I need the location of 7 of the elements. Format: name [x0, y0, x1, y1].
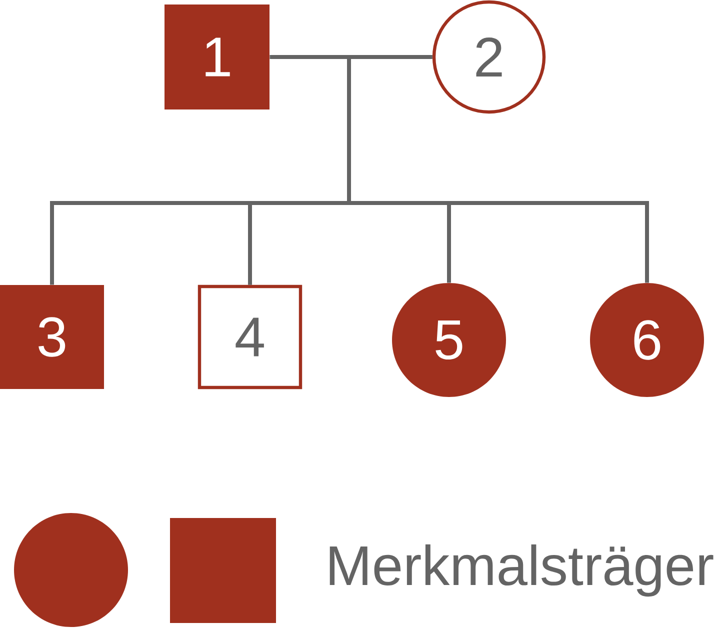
child-line	[50, 203, 54, 285]
legend-label: Merkmalsträger	[330, 544, 714, 597]
child-line	[447, 203, 451, 283]
partner-line	[349, 55, 432, 59]
partner-line	[270, 55, 349, 59]
child-line	[248, 203, 252, 285]
child-line	[645, 203, 649, 283]
